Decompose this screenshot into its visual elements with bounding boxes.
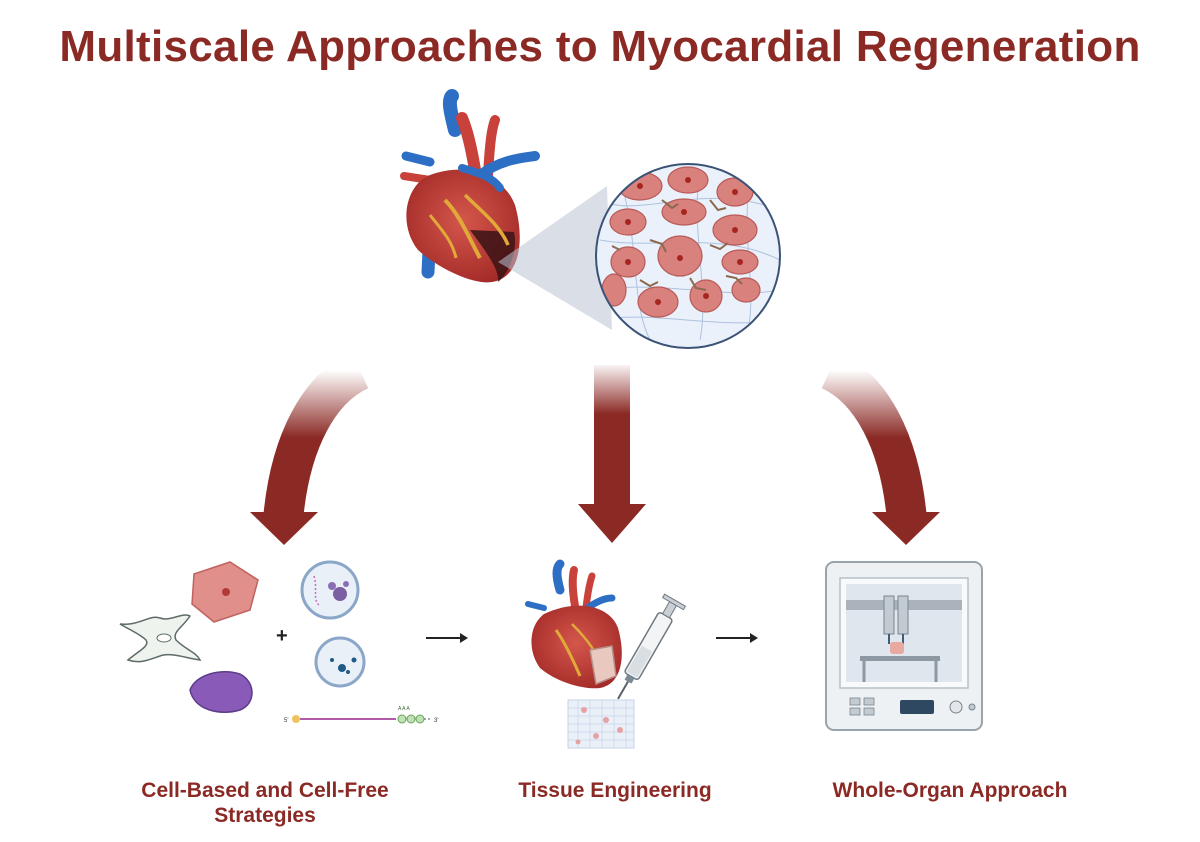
small-arrow-2 [716, 633, 758, 643]
arrow-right [820, 351, 940, 545]
mrna-icon: 5' A A A 3' [284, 706, 438, 724]
mrna-five-prime: 5' [284, 718, 288, 724]
fibroblast-icon [119, 614, 202, 663]
mrna-poly-a-tail: A A A [398, 706, 410, 712]
label-tissue-engineering: Tissue Engineering [518, 779, 712, 802]
hydrogel-scaffold-icon [567, 699, 635, 749]
stem-cell-icon [189, 670, 253, 713]
bioprinter-icon [825, 561, 983, 731]
nanoparticle-icon [314, 636, 366, 688]
arrow-left [250, 351, 370, 545]
small-arrow-1 [426, 633, 468, 643]
plus-sign: + [276, 625, 288, 647]
mrna-three-prime: 3' [434, 718, 438, 724]
syringe-icon [617, 593, 687, 700]
tissue-zoom-icon [595, 163, 781, 349]
label-cell-based-strategies: Cell-Based and Cell-Free Strategies [141, 779, 389, 827]
arrow-middle [578, 365, 646, 543]
cardiomyocyte-icon [191, 561, 259, 623]
extracellular-vesicle-icon [300, 560, 360, 620]
engineered-heart-icon [525, 559, 622, 689]
zoom-wedge [498, 186, 612, 330]
label-whole-organ-approach: Whole-Organ Approach [832, 779, 1068, 802]
heart-icon [400, 89, 540, 283]
page-title: Multiscale Approaches to Myocardial Rege… [59, 22, 1141, 71]
